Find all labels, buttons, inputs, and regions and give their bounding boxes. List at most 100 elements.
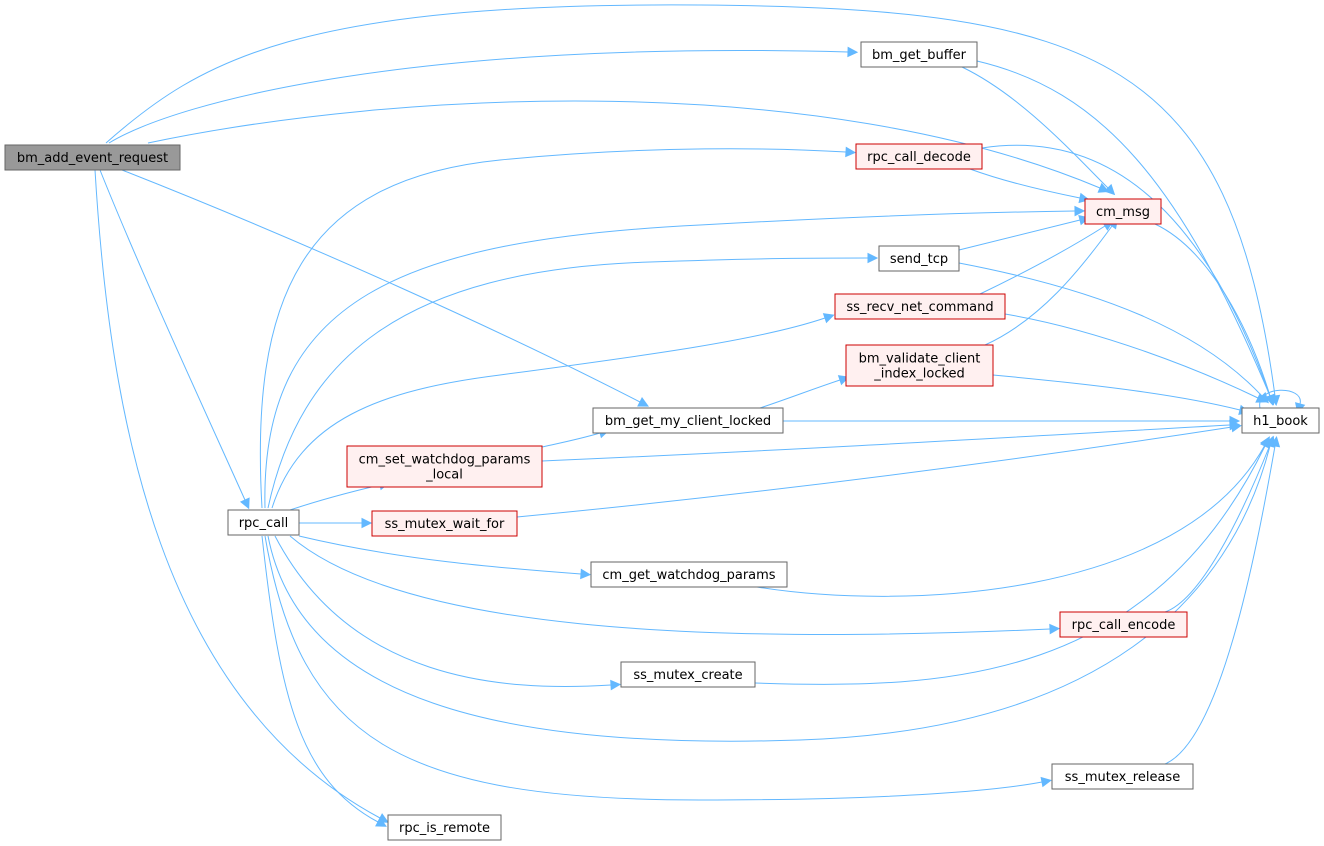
edge-line: [1164, 444, 1271, 613]
edge-arrowhead: [1103, 183, 1116, 196]
edge-ss_mutex_wait_for-to-h1_book: [516, 421, 1243, 518]
node-ss-mutex-release[interactable]: ss_mutex_release: [1051, 763, 1194, 790]
edge-arrowhead: [1230, 421, 1243, 433]
node-box: [1059, 611, 1188, 638]
edge-line: [541, 424, 1231, 462]
edge-line: [979, 225, 1106, 295]
edge-line: [289, 484, 381, 511]
node-h1-book[interactable]: h1_book: [1241, 407, 1320, 434]
edge-arrowhead: [1264, 393, 1275, 406]
edge-cm_msg-to-h1_book: [1154, 223, 1275, 406]
edge-rpc_call-to-ss_mutex_wait_for: [299, 517, 373, 529]
node-ss-recv-net-command[interactable]: ss_recv_net_command: [834, 293, 1006, 320]
edge-arrowhead: [845, 146, 857, 158]
edge-line: [261, 535, 379, 823]
edge-line: [94, 169, 381, 819]
node-box: [346, 445, 543, 488]
node-label: cm_get_watchdog_params: [602, 568, 775, 583]
edge-bm_get_buffer-to-cm_msg: [961, 66, 1116, 196]
edge-line: [961, 66, 1109, 189]
edge-line: [1164, 445, 1276, 765]
node-label: bm_add_event_request: [17, 151, 168, 166]
node-bm-validate-client-index-locked[interactable]: bm_validate_client_index_locked: [845, 344, 994, 387]
edge-bm_add_event_request-to-bm_get_my_client_locked: [121, 169, 649, 407]
node-rpc-is-remote[interactable]: rpc_is_remote: [387, 814, 502, 841]
node-box: [845, 344, 994, 387]
edge-line: [105, 4, 1276, 397]
node-rpc-call[interactable]: rpc_call: [227, 509, 300, 536]
node-box: [620, 661, 756, 688]
edge-line: [1004, 313, 1259, 399]
edge-line: [271, 317, 826, 509]
edge-line: [121, 169, 641, 403]
node-box: [592, 407, 784, 434]
edges-layer: [94, 4, 1306, 827]
node-label: ss_mutex_wait_for: [385, 517, 505, 532]
edge-line: [289, 535, 1051, 636]
edge-arrowhead: [361, 517, 373, 529]
node-label: rpc_call: [239, 516, 289, 531]
edge-rpc_call_encode-to-h1_book: [1164, 435, 1275, 613]
edge-line: [1259, 389, 1301, 409]
edge-arrowhead: [847, 46, 859, 58]
node-ss-mutex-wait-for[interactable]: ss_mutex_wait_for: [371, 510, 518, 537]
edge-rpc_call-to-send_tcp: [267, 252, 879, 509]
edge-arrowhead: [822, 313, 835, 324]
edge-bm_add_event_request-to-rpc_call: [99, 169, 250, 510]
node-label: cm_msg: [1096, 205, 1150, 220]
edge-cm_get_watchdog_params-to-h1_book: [756, 436, 1270, 597]
edge-arrowhead: [375, 817, 387, 827]
node-label: send_tcp: [890, 252, 948, 267]
edge-rpc_call_decode-to-h1_book: [981, 144, 1275, 406]
node-label: rpc_call_encode: [1072, 618, 1176, 633]
edge-rpc_call-to-cm_get_watchdog_params: [298, 535, 592, 580]
node-label: rpc_is_remote: [399, 821, 490, 836]
edge-ss_recv_net_command-to-h1_book: [1004, 313, 1268, 403]
node-rpc-call-encode[interactable]: rpc_call_encode: [1059, 611, 1188, 638]
node-bm-get-my-client-locked[interactable]: bm_get_my_client_locked: [592, 407, 784, 434]
node-send-tcp[interactable]: send_tcp: [878, 245, 960, 272]
node-box: [860, 41, 978, 68]
node-label: ss_mutex_release: [1065, 770, 1180, 785]
edge-line: [1154, 223, 1271, 397]
edge-bm_validate_client_index_locked-to-h1_book: [992, 374, 1250, 416]
edge-bm_get_my_client_locked-to-bm_validate_client_index_locked: [759, 375, 850, 409]
edge-bm_get_buffer-to-h1_book: [976, 60, 1275, 406]
edge-line: [516, 426, 1233, 518]
edge-rpc_call-to-rpc_call_decode: [259, 146, 857, 509]
edge-line: [969, 168, 1081, 199]
edge-line: [759, 379, 841, 409]
edge-line: [958, 219, 1081, 251]
node-cm-get-watchdog-params[interactable]: cm_get_watchdog_params: [590, 561, 788, 588]
node-box: [1051, 763, 1194, 790]
edge-arrowhead: [867, 252, 879, 264]
edge-send_tcp-to-cm_msg: [958, 214, 1090, 251]
edge-bm_get_my_client_locked-to-h1_book: [783, 415, 1241, 427]
node-label: rpc_call_decode: [867, 150, 971, 165]
node-cm-msg[interactable]: cm_msg: [1084, 198, 1162, 225]
edge-rpc_call-to-cm_msg: [264, 205, 1086, 509]
node-label: _local: [425, 468, 463, 483]
edge-arrowhead: [637, 397, 649, 407]
node-rpc-call-decode[interactable]: rpc_call_decode: [855, 143, 983, 170]
node-box: [387, 814, 502, 841]
node-ss-mutex-create[interactable]: ss_mutex_create: [620, 661, 756, 688]
edge-rpc_call-to-h1_book: [267, 436, 1276, 742]
edge-line: [754, 445, 1266, 685]
node-bm-get-buffer[interactable]: bm_get_buffer: [860, 41, 978, 68]
edge-line: [298, 535, 582, 575]
node-cm-set-watchdog-params-local[interactable]: cm_set_watchdog_params_local: [346, 445, 543, 488]
node-label: h1_book: [1253, 414, 1308, 429]
edge-arrowhead: [239, 497, 250, 510]
nodes-layer: bm_add_event_request bm_get_buffer rpc_cal…: [4, 41, 1320, 841]
edge-arrowhead: [580, 568, 592, 580]
node-box: [4, 144, 181, 171]
edge-line: [259, 148, 847, 509]
node-box: [834, 293, 1006, 320]
node-label: bm_get_buffer: [872, 48, 967, 63]
node-box: [590, 561, 788, 588]
node-bm-add-event-request[interactable]: bm_add_event_request: [4, 144, 181, 171]
node-box: [1241, 407, 1320, 434]
node-label: cm_set_watchdog_params: [359, 453, 531, 468]
